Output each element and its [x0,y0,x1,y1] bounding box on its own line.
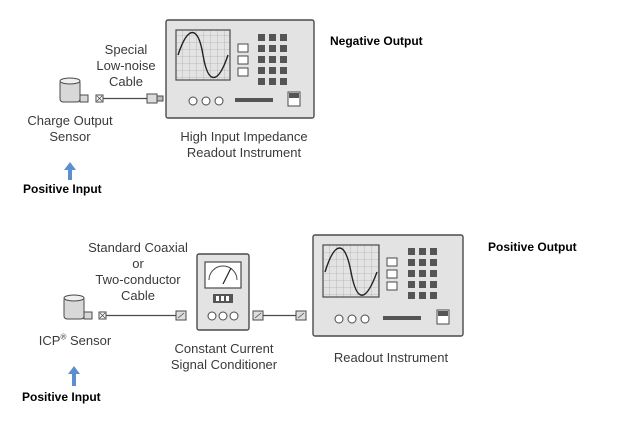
positive-input-arrow-top [64,162,76,180]
registered-mark: ® [60,332,67,342]
selector-buttons [237,43,249,77]
high-impedance-instrument-label: High Input Impedance Readout Instrument [166,129,322,161]
output-cable [252,310,307,321]
input-knobs [334,314,370,324]
keypad [408,248,437,299]
charge-output-sensor [59,77,104,103]
icp-sensor-label: ICP® Sensor [30,333,120,349]
signal-conditioner-label: Constant Current Signal Conditioner [165,341,283,373]
positive-input-label-top: Positive Input [23,182,102,196]
coaxial-cable-label: Standard Coaxial or Two-conductor Cable [78,240,198,304]
meter-needle [222,267,232,285]
readout-instrument-label: Readout Instrument [326,350,456,366]
label-line: Constant Current [174,341,274,356]
label-line: High Input Impedance [180,129,308,144]
signal-conditioner [196,253,250,331]
label-line: Sensor [49,129,91,144]
label-line: Readout Instrument [186,145,302,160]
waveform-trace [177,32,229,78]
charge-sensor-label: Charge Output Sensor [18,113,122,145]
readout-instrument [312,234,464,337]
icp-sensor [63,294,107,320]
coaxial-cable [106,310,187,321]
label-line: Cable [121,288,155,303]
label-line: or [132,256,144,271]
special-cable-label: Special Low-noise Cable [86,42,166,90]
sensor-name: ICP [38,333,61,348]
label-line: Readout Instrument [333,350,449,365]
positive-output-label: Positive Output [488,240,577,254]
low-noise-cable [103,93,164,104]
label-line: Standard Coaxial [88,240,188,255]
positive-input-label-bottom: Positive Input [22,390,101,404]
input-knobs [188,96,224,106]
waveform-trace [324,247,378,296]
label-line: Low-noise [96,58,156,73]
keypad [258,34,287,85]
positive-input-arrow-bottom [68,366,80,386]
sensor-suffix: Sensor [66,333,112,348]
label-line: Two-conductor [95,272,181,287]
label-line: Special [104,42,148,57]
label-line: Cable [109,74,143,89]
high-impedance-readout-instrument [165,19,315,119]
negative-output-label: Negative Output [330,34,423,48]
label-line: Charge Output [27,113,113,128]
label-line: Signal Conditioner [170,357,278,372]
selector-buttons [386,257,398,291]
